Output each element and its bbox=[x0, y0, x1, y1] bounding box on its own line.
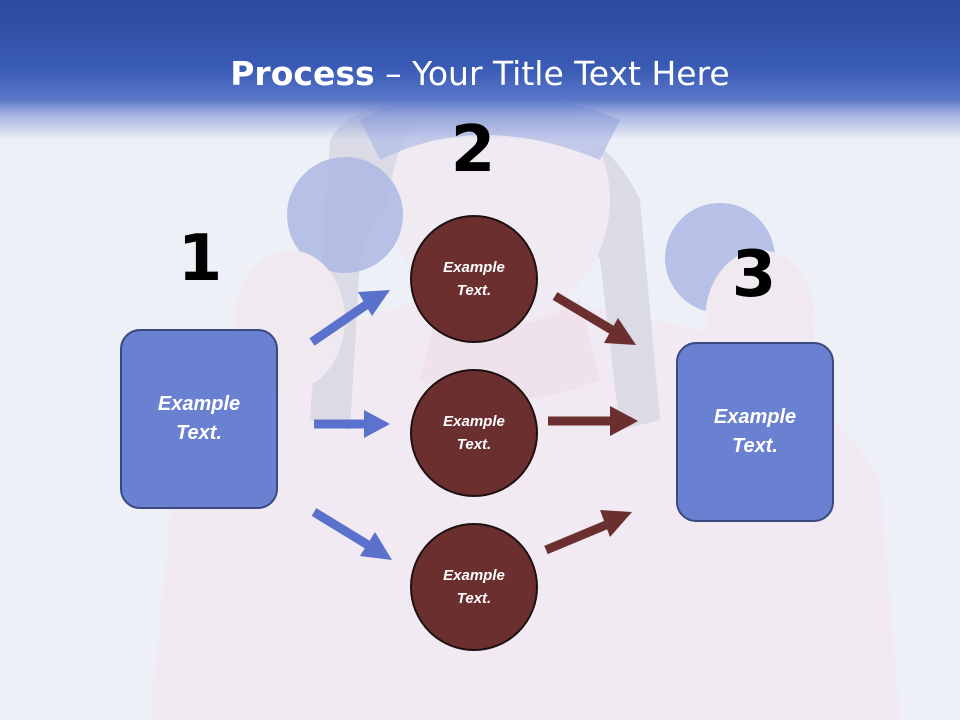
arrow-down-left-shaft bbox=[311, 508, 371, 549]
process-circle-middle-text: Example Text. bbox=[443, 413, 505, 453]
arrow-up-right-head bbox=[600, 510, 632, 537]
process-circle-bottom-text: Example Text. bbox=[443, 567, 505, 607]
arrow-up-right-shaft bbox=[544, 520, 608, 555]
arrow-down-right-shaft bbox=[552, 292, 615, 334]
process-circle-top-text: Example Text. bbox=[443, 259, 505, 299]
end-box: Example Text. bbox=[676, 342, 834, 522]
arrow-up-left-shaft bbox=[309, 301, 369, 346]
arrow-down-right-head bbox=[604, 318, 636, 345]
process-circle-middle: Example Text. bbox=[410, 369, 538, 497]
title-bold: Process bbox=[230, 54, 375, 93]
start-box-text: Example Text. bbox=[157, 393, 241, 444]
step-number-3: 3 bbox=[731, 238, 777, 312]
step-number-2: 2 bbox=[450, 113, 496, 187]
process-circle-top: Example Text. bbox=[410, 215, 538, 343]
process-circle-bottom: Example Text. bbox=[410, 523, 538, 651]
step-number-1: 1 bbox=[177, 222, 223, 296]
title-rest: – Your Title Text Here bbox=[374, 54, 730, 93]
title-bar bbox=[0, 0, 960, 140]
start-box: Example Text. bbox=[120, 329, 278, 509]
arrow-mid-right-head bbox=[610, 406, 638, 436]
arrow-mid-left-head bbox=[364, 410, 390, 438]
arrow-up-left-head bbox=[358, 290, 390, 316]
end-box-text: Example Text. bbox=[713, 406, 797, 457]
page-title: Process – Your Title Text Here bbox=[0, 52, 960, 96]
arrow-down-left-head bbox=[360, 532, 392, 560]
